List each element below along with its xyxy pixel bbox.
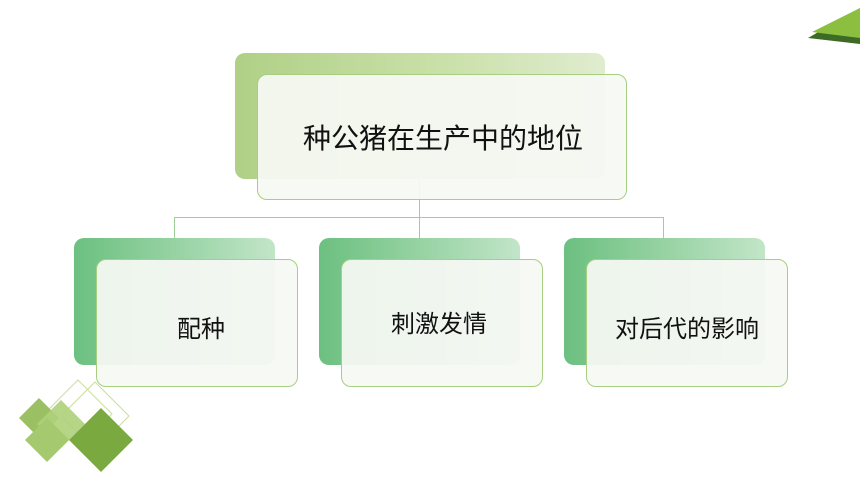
child-node-3-card bbox=[586, 259, 788, 387]
child-node-1-card bbox=[96, 259, 298, 387]
connector-middle bbox=[419, 217, 420, 239]
child-node-3-label: 对后代的影响 bbox=[615, 315, 759, 343]
child-node-2-card bbox=[341, 259, 543, 387]
child-node-1-label: 配种 bbox=[177, 315, 225, 343]
root-node-label: 种公猪在生产中的地位 bbox=[303, 122, 584, 155]
child-node-2-label: 刺激发情 bbox=[391, 310, 487, 338]
root-node-card bbox=[257, 74, 627, 200]
connector-left bbox=[174, 217, 175, 239]
corner-accent-shape bbox=[808, 8, 860, 44]
diamond-decoration bbox=[19, 379, 133, 472]
connector-right bbox=[663, 217, 664, 239]
